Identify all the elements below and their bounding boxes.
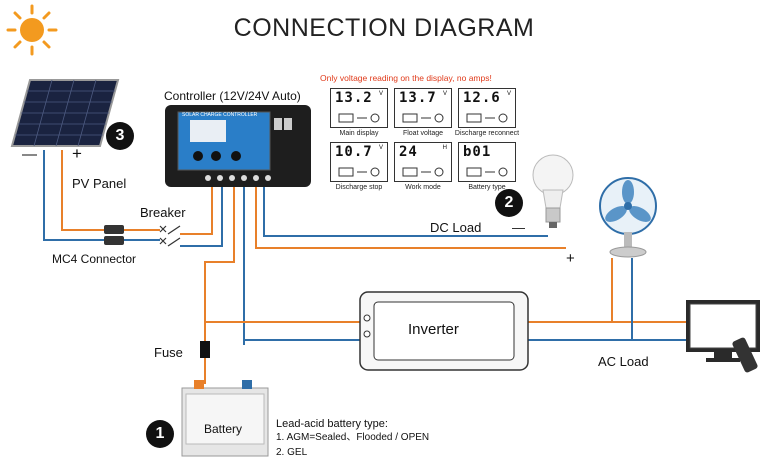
mc4-label: MC4 Connector: [52, 252, 137, 266]
dc-load-negative-wire: [263, 185, 548, 237]
battery-status-icon: [466, 113, 508, 123]
page-title: CONNECTION DIAGRAM: [233, 14, 535, 42]
tv-icon: [686, 300, 760, 362]
display-panel: 13.7 V: [394, 88, 452, 128]
light-bulb-icon: [532, 154, 574, 228]
controller-screen-text: SOLAR CHARGE CONTROLLER: [182, 112, 258, 118]
badge-3: 3: [106, 122, 134, 150]
pv-panel-label: PV Panel: [72, 176, 127, 191]
battery-type-item: 1. AGM=Sealed、Flooded / OPEN: [276, 432, 430, 443]
battery-status-icon: [402, 167, 444, 177]
display-unit: V: [378, 145, 383, 151]
inverter-icon: [359, 291, 529, 371]
inverter-label: Inverter: [408, 321, 459, 338]
display-panel: 10.7 V: [330, 142, 388, 182]
display-panel: 13.2 V: [330, 88, 388, 128]
display-panel: 24 H: [394, 142, 452, 182]
charge-controller: [165, 105, 311, 187]
dc-load-label: DC Load: [430, 220, 482, 235]
pv-positive-wire: [61, 150, 112, 231]
fuse-icon: [200, 341, 210, 358]
battery-status-icon: [338, 167, 380, 177]
dc-plus-label: +: [566, 250, 575, 267]
display-panel: b01: [458, 142, 516, 182]
battery-status-icon: [402, 113, 444, 123]
panel-plus-label: +: [72, 144, 82, 163]
battery-icon: [181, 380, 269, 457]
display-value: 13.2: [335, 90, 373, 106]
breaker-switch: [159, 225, 181, 247]
display-value: 10.7: [335, 144, 373, 160]
controller-label: Controller (12V/24V Auto): [164, 89, 301, 103]
fuse-label: Fuse: [154, 345, 183, 360]
breaker-positive-wire: [180, 185, 213, 235]
mc4-connector-icon: [104, 225, 124, 245]
badge-2: 2: [495, 189, 523, 217]
sun-icon: [6, 4, 58, 56]
breaker-label: Breaker: [140, 205, 186, 220]
remote-icon: [732, 337, 758, 373]
display-caption: Discharge reconnect: [454, 130, 520, 137]
display-note: Only voltage reading on the display, no …: [320, 73, 492, 83]
battery-type-item: 2. GEL: [276, 447, 308, 458]
badge-1: 1: [146, 420, 174, 448]
battery-label: Battery: [204, 422, 243, 436]
display-caption: Main display: [339, 130, 379, 137]
display-value: 13.7: [399, 90, 437, 106]
battery-status-icon: [338, 113, 380, 123]
display-unit: V: [442, 91, 447, 97]
display-caption: Battery type: [468, 184, 506, 191]
display-value: 12.6: [463, 90, 501, 106]
battery-status-icon: [466, 167, 508, 177]
display-value: 24: [399, 144, 418, 160]
dc-minus-label: —: [512, 220, 525, 235]
battery-positive-wire: [204, 185, 235, 348]
display-caption: Float voltage: [402, 130, 444, 137]
display-value: b01: [463, 144, 492, 160]
dc-load-positive-wire: [255, 185, 566, 249]
display-panel: 12.6 V: [458, 88, 516, 128]
display-unit: V: [378, 91, 383, 97]
ac-load-label: AC Load: [598, 354, 649, 369]
battery-type-heading: Lead-acid battery type:: [276, 418, 388, 430]
display-caption: Discharge stop: [335, 184, 383, 191]
panel-minus-label: —: [22, 146, 37, 163]
display-unit: H: [442, 145, 447, 151]
solar-panel-icon: [10, 79, 120, 147]
pv-negative-wire: [43, 150, 112, 241]
fan-icon: [599, 177, 657, 258]
battery-type-list: Lead-acid battery type: 1. AGM=Sealed、Fl…: [276, 418, 429, 460]
breaker-negative-wire: [180, 185, 223, 247]
display-unit: V: [506, 91, 511, 97]
display-caption: Work mode: [405, 184, 441, 191]
